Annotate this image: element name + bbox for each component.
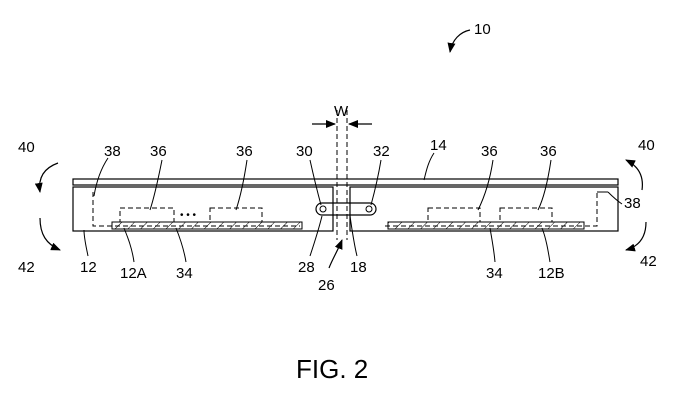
label-34-left: 34	[176, 265, 193, 282]
figure-caption: FIG. 2	[296, 354, 368, 384]
leader-18	[349, 215, 358, 257]
leader-36-b	[235, 159, 248, 211]
label-40-left: 40	[18, 139, 35, 156]
component-36-a	[119, 207, 175, 223]
label-26: 26	[318, 277, 335, 294]
label-12A: 12A	[120, 265, 147, 282]
label-12B: 12B	[538, 265, 565, 282]
leader-12B	[541, 227, 551, 263]
label-40-right: 40	[638, 137, 655, 154]
label-12: 12	[80, 259, 97, 276]
leader-36-d	[537, 159, 552, 211]
leader-12A	[123, 227, 135, 263]
arrow-10	[447, 29, 471, 53]
label-28: 28	[298, 259, 315, 276]
component-36-d	[499, 207, 553, 223]
label-36-c: 36	[481, 143, 498, 160]
label-32: 32	[373, 143, 390, 160]
rotation-arrow-42-right	[625, 221, 647, 252]
leader-30	[309, 159, 322, 206]
hinge-pivot-30	[319, 205, 327, 213]
label-18: 18	[350, 259, 367, 276]
leader-34-right	[489, 227, 496, 263]
ellipsis-dots: • • •	[180, 210, 197, 221]
inner-outline-38-right	[385, 192, 598, 227]
housing-12B	[349, 186, 619, 232]
hatched-strip-34-right	[387, 221, 585, 230]
cover-layer-14	[72, 178, 619, 186]
hinge-pivot-32	[365, 205, 373, 213]
component-36-c	[427, 207, 481, 223]
hinge-link-28	[315, 202, 377, 216]
width-label: W	[334, 103, 349, 120]
hatched-strip-34-left	[111, 221, 303, 230]
label-36-a: 36	[150, 143, 167, 160]
leader-28	[309, 215, 323, 257]
label-14: 14	[430, 137, 447, 154]
label-42-left: 42	[18, 259, 35, 276]
arrow-26	[328, 239, 343, 269]
component-36-b	[209, 207, 263, 223]
leader-38-left	[93, 157, 109, 197]
label-30: 30	[296, 143, 313, 160]
label-42-right: 42	[640, 253, 657, 270]
leader-38-right	[607, 191, 623, 205]
label-36-b: 36	[236, 143, 253, 160]
rotation-arrow-42-left	[39, 217, 61, 251]
leader-34-left	[175, 227, 187, 263]
label-38-right: 38	[624, 195, 641, 212]
label-34-right: 34	[486, 265, 503, 282]
rotation-arrow-40-right	[625, 159, 643, 191]
rotation-arrow-40-left	[34, 162, 59, 193]
leader-36-c	[477, 159, 494, 211]
inner-outline-38-left	[92, 192, 300, 227]
leader-14	[423, 152, 435, 181]
label-38-left: 38	[104, 143, 121, 160]
leader-12	[83, 229, 89, 257]
leader-36-a	[149, 159, 163, 211]
housing-12A	[72, 186, 334, 232]
label-10: 10	[474, 21, 491, 38]
label-36-d: 36	[540, 143, 557, 160]
leader-32	[370, 159, 382, 206]
